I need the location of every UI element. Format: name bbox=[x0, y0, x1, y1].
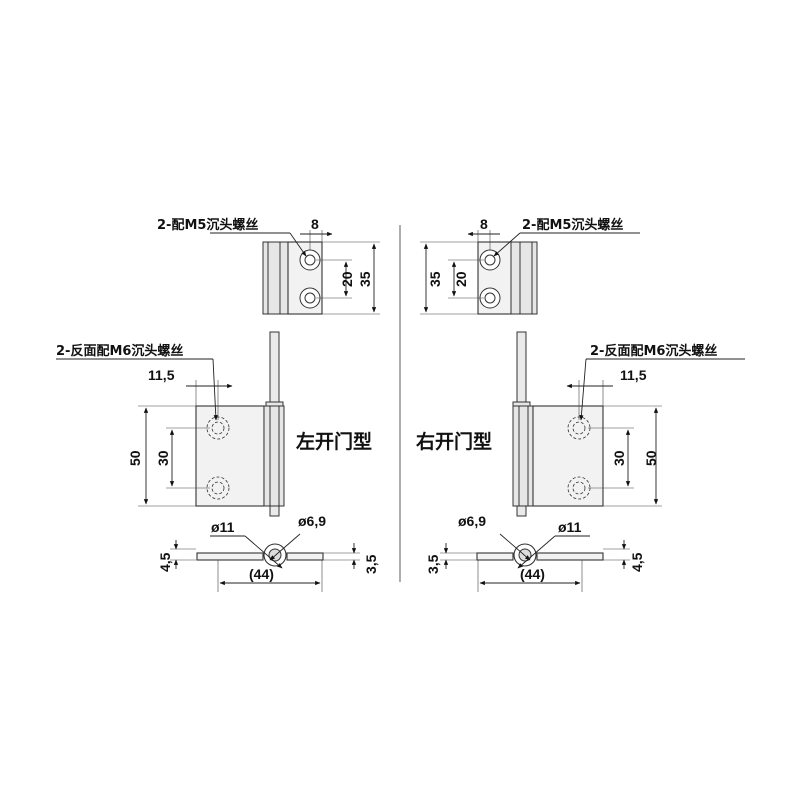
left-dim-3-5: 3,5 bbox=[363, 554, 379, 574]
right-dim-44: (44) bbox=[520, 566, 545, 582]
right-dim-8: 8 bbox=[480, 216, 488, 232]
right-dia-6-9: ø6,9 bbox=[458, 513, 486, 529]
right-hinge-drawing: 8 2-配M5沉头螺丝 20 35 bbox=[415, 216, 745, 592]
right-side-screw-label: 2-反面配M6沉头螺丝 bbox=[590, 343, 717, 359]
left-dim-8: 8 bbox=[311, 216, 319, 232]
right-dim-20: 20 bbox=[453, 271, 469, 287]
left-hinge-drawing: 8 2-配M5沉头螺丝 20 35 bbox=[56, 216, 380, 592]
left-dia-11: ø11 bbox=[211, 519, 235, 535]
right-dim-3-5: 3,5 bbox=[425, 554, 441, 574]
left-dim-4-5: 4,5 bbox=[157, 552, 173, 572]
left-dim-35: 35 bbox=[357, 271, 373, 287]
left-section-view: ø11 ø6,9 (44) 4,5 3,5 bbox=[157, 513, 379, 592]
left-main-leaf bbox=[195, 405, 285, 507]
left-dim-20: 20 bbox=[339, 271, 355, 287]
right-dia-11: ø11 bbox=[558, 519, 582, 535]
left-dim-30: 30 bbox=[155, 450, 171, 466]
left-top-screw-label: 2-配M5沉头螺丝 bbox=[157, 217, 258, 233]
right-dim-35: 35 bbox=[427, 271, 443, 287]
left-side-screw-label: 2-反面配M6沉头螺丝 bbox=[56, 343, 183, 359]
left-dim-50: 50 bbox=[127, 450, 143, 466]
left-hinge-pin bbox=[269, 331, 280, 409]
right-main-leaf bbox=[512, 405, 604, 507]
right-section-view: ø6,9 ø11 (44) 3,5 4,5 bbox=[425, 513, 645, 592]
left-dia-6-9: ø6,9 bbox=[298, 513, 326, 529]
left-dim-11-5: 11,5 bbox=[148, 367, 175, 383]
right-hinge-pin bbox=[516, 331, 527, 409]
right-dim-30: 30 bbox=[611, 450, 627, 466]
right-dim-4-5: 4,5 bbox=[629, 552, 645, 572]
right-top-leaf-view: 8 2-配M5沉头螺丝 20 35 bbox=[420, 216, 640, 315]
right-dim-50: 50 bbox=[643, 450, 659, 466]
left-top-leaf-view: 8 2-配M5沉头螺丝 20 35 bbox=[157, 216, 380, 315]
right-dim-11-5: 11,5 bbox=[620, 367, 647, 383]
right-top-screw-label: 2-配M5沉头螺丝 bbox=[522, 217, 623, 233]
right-type-label: 右开门型 bbox=[415, 430, 492, 453]
left-type-label: 左开门型 bbox=[296, 430, 372, 453]
left-dim-44: (44) bbox=[249, 566, 274, 582]
